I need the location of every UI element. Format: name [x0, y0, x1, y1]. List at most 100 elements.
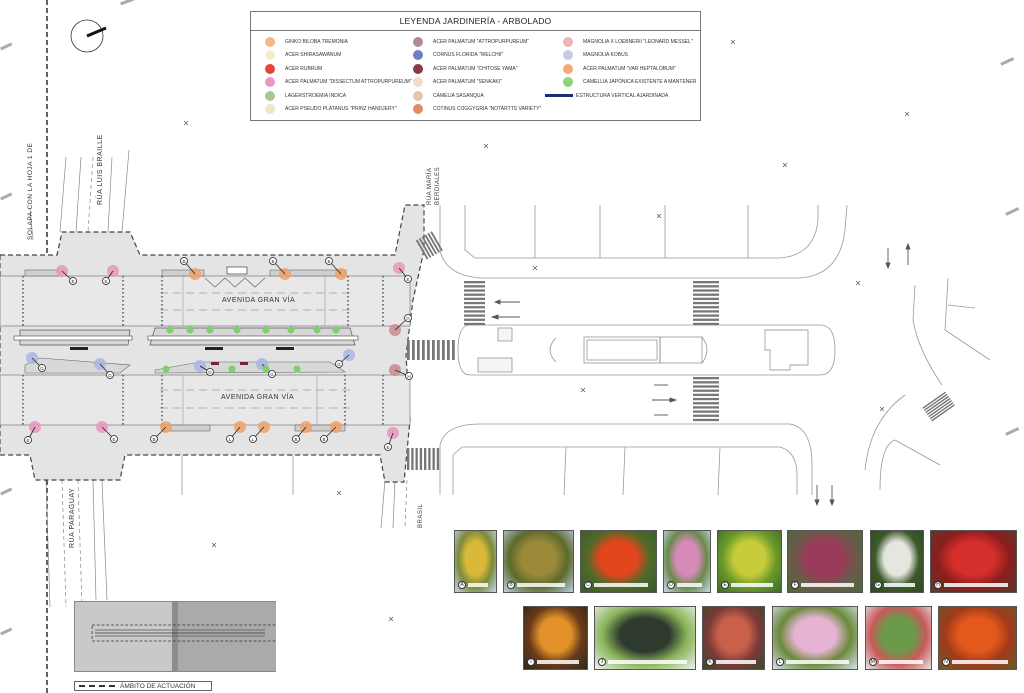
svg-text:L: L — [252, 437, 255, 442]
caption-bar — [786, 660, 849, 664]
svg-text:E: E — [26, 438, 29, 443]
legend-item: CORNUS FLORIDA "WELCHII" — [413, 49, 541, 63]
caption-bar — [716, 660, 756, 664]
tree-marker-north: B — [180, 257, 201, 280]
photo-caption: A — [458, 581, 488, 589]
species-photo: D — [663, 530, 711, 593]
tree-marker-south: B — [150, 421, 172, 443]
species-code-badge: M — [869, 658, 877, 666]
zebra-crossing — [693, 281, 719, 326]
species-code-badge: K — [706, 658, 714, 666]
species-photo: C — [580, 530, 657, 593]
legend-item-label: CAMELIA SASANQUA — [433, 92, 484, 99]
tree-symbol-icon — [265, 63, 275, 74]
photo-caption: I — [527, 658, 579, 666]
tree-symbol-icon — [563, 50, 573, 61]
legend-item-label: CAMELLIA JAPÓNICA EXISTENTE A MANTENER — [583, 79, 697, 86]
tree-symbol-icon — [413, 77, 423, 88]
tree-symbol-icon — [265, 36, 275, 47]
camellia-marker — [166, 326, 174, 334]
species-photo: H — [930, 530, 1017, 593]
legend-item: CAMELIA SASANQUA — [413, 89, 541, 103]
legend-item: CAMELLIA JAPÓNICA EXISTENTE A MANTENER — [563, 76, 696, 90]
photo-caption: H — [934, 581, 1008, 589]
legend-item-label: ACER PALMATUM "SENKAKI" — [433, 79, 502, 86]
north-arrow-icon — [70, 19, 107, 53]
photo-caption: J — [598, 658, 687, 666]
tree-marker-south: L — [249, 421, 270, 443]
legend-item: ESTRUCTURA VERTICAL AJARDINADA — [545, 89, 696, 103]
svg-text:B: B — [152, 437, 155, 442]
svg-text:L: L — [229, 437, 232, 442]
svg-text:B: B — [294, 437, 297, 442]
caption-bar — [952, 660, 1008, 664]
legend-item: ACER PALMATUM "SENKAKI" — [413, 76, 541, 90]
legend-item: ACER PSEUDO PLATANUS "PRINZ HANDJERY" — [265, 103, 412, 117]
tree-marker-south: B — [292, 421, 312, 443]
svg-text:E: E — [386, 445, 389, 450]
street-label-luis-braille: RÚA LUIS BRAILLE — [97, 134, 104, 205]
tree-symbol-icon — [563, 36, 573, 47]
legend-item-label: LAGERSTROEMIA INDICA — [285, 92, 347, 99]
legend-item: ACER PALMATUM "CHITOSE YAMA" — [413, 62, 541, 76]
street-label-maria-berdiales-2: BERDIALES — [435, 166, 441, 205]
tree-symbol-icon — [413, 63, 423, 74]
vertical-structure-line-icon — [545, 94, 573, 98]
legend-item: ACER PALMATUM "VAR HEPTALOBUM" — [563, 62, 696, 76]
species-photo: F — [787, 530, 863, 593]
camellia-marker — [262, 326, 270, 334]
species-code-badge: A — [458, 581, 466, 589]
caption-bar — [884, 583, 915, 587]
avenue-label-north: AVENIDA GRAN VÍA — [222, 297, 296, 304]
legend-column: MAGNOLIA X LOEBNERII "LEONARD MESSEL"MAG… — [545, 35, 696, 103]
tree-marker-corner: E — [384, 427, 399, 451]
species-photo: I — [523, 606, 588, 670]
svg-text:B: B — [327, 259, 330, 264]
zebra-crossing — [922, 391, 955, 422]
street-label-brasil: BRASIL — [418, 503, 424, 528]
legend-item: ACER PALMATUM "DISSECTUM ATTROPURPUREUM" — [265, 76, 412, 90]
caption-bar — [468, 583, 488, 587]
legend-title: LEYENDA JARDINERÍA - ARBOLADO — [251, 12, 700, 31]
svg-text:E: E — [406, 277, 409, 282]
legend-item-label: MAGNOLIA KOBUS — [583, 52, 629, 59]
species-photo: M — [865, 606, 932, 670]
zebra-crossing — [693, 377, 719, 422]
legend-item: COTINUS COGGYGRIA "NOTARTTS VARIETY" — [413, 103, 541, 117]
tree-marker-median: G — [94, 358, 114, 379]
street-lines — [29, 149, 408, 608]
zebra-crossing — [415, 231, 443, 260]
scope-legend-label: ÁMBITO DE ACTUACIÓN — [120, 682, 196, 690]
planters — [24, 269, 347, 432]
legend-box: LEYENDA JARDINERÍA - ARBOLADO GINKO BILO… — [250, 11, 701, 121]
tree-marker-median: G — [335, 349, 355, 368]
photo-caption: N — [942, 658, 1008, 666]
svg-text:G: G — [337, 362, 341, 367]
crossing-markings — [22, 276, 384, 425]
camellia-marker — [293, 365, 301, 373]
tree-marker-end: H — [389, 364, 413, 380]
photo-caption: D — [667, 581, 702, 589]
tree-symbol-icon — [265, 104, 275, 115]
species-photo: K — [702, 606, 765, 670]
legend-item-label: ACER PSEUDO PLATANUS "PRINZ HANDJERY" — [285, 106, 397, 113]
species-code-badge: F — [791, 581, 799, 589]
svg-text:G: G — [270, 372, 274, 377]
zebra-crossing — [407, 448, 440, 470]
zebra-crossings — [407, 231, 955, 470]
tree-symbol-icon — [265, 90, 275, 101]
caption-bar — [594, 583, 648, 587]
caption-bar — [801, 583, 854, 587]
tree-marker-north: B — [269, 257, 291, 280]
key-map-current-sheet — [172, 602, 276, 671]
svg-text:B: B — [182, 259, 185, 264]
svg-text:H: H — [406, 316, 409, 321]
avenue-label-south: AVENIDA GRAN VÍA — [221, 394, 295, 401]
traffic-arrows — [490, 242, 911, 507]
species-code-badge: J — [598, 658, 606, 666]
tree-marker-south: L — [226, 421, 246, 443]
tree-marker-corner: E — [393, 262, 412, 283]
tree-marker-corner: E — [96, 421, 118, 443]
